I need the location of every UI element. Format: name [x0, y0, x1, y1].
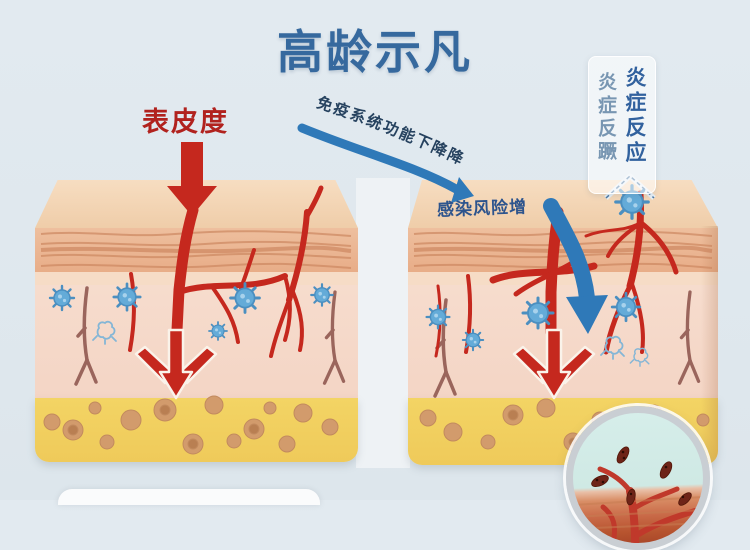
flow-arrow-label: 免疫系统功能下降降: [314, 93, 468, 169]
basal-layer: [35, 272, 358, 285]
dermis-layer: [408, 285, 718, 398]
subcutaneous-fat-layer: [35, 398, 358, 462]
magnified-vessels: [597, 466, 698, 543]
epidermis-stripe-layer: [35, 228, 358, 272]
epidermis-top-face: [35, 180, 358, 228]
infection-risk-label: 感染风险增: [436, 197, 528, 220]
left-skin-panel: [35, 180, 358, 462]
panel-side-face: [701, 226, 718, 465]
magnifier-contents: [573, 446, 703, 543]
epidermis-label: 表皮度: [142, 107, 229, 137]
basal-layer: [408, 272, 718, 285]
bacteria-dots: [595, 450, 685, 499]
inflammation-label-secondary: 炎症反蹶: [595, 72, 616, 164]
panel-gap: [356, 178, 410, 468]
page-title: 高龄示凡: [277, 26, 473, 78]
inflammation-label-primary: 炎症反应: [623, 66, 646, 166]
dermis-layer: [35, 285, 358, 398]
magnifier-view: [566, 406, 710, 550]
inflammation-card: 炎症反蹶 炎症反应: [588, 56, 656, 194]
bottom-card: [58, 489, 320, 505]
epidermis-stripe-layer: [408, 228, 718, 272]
